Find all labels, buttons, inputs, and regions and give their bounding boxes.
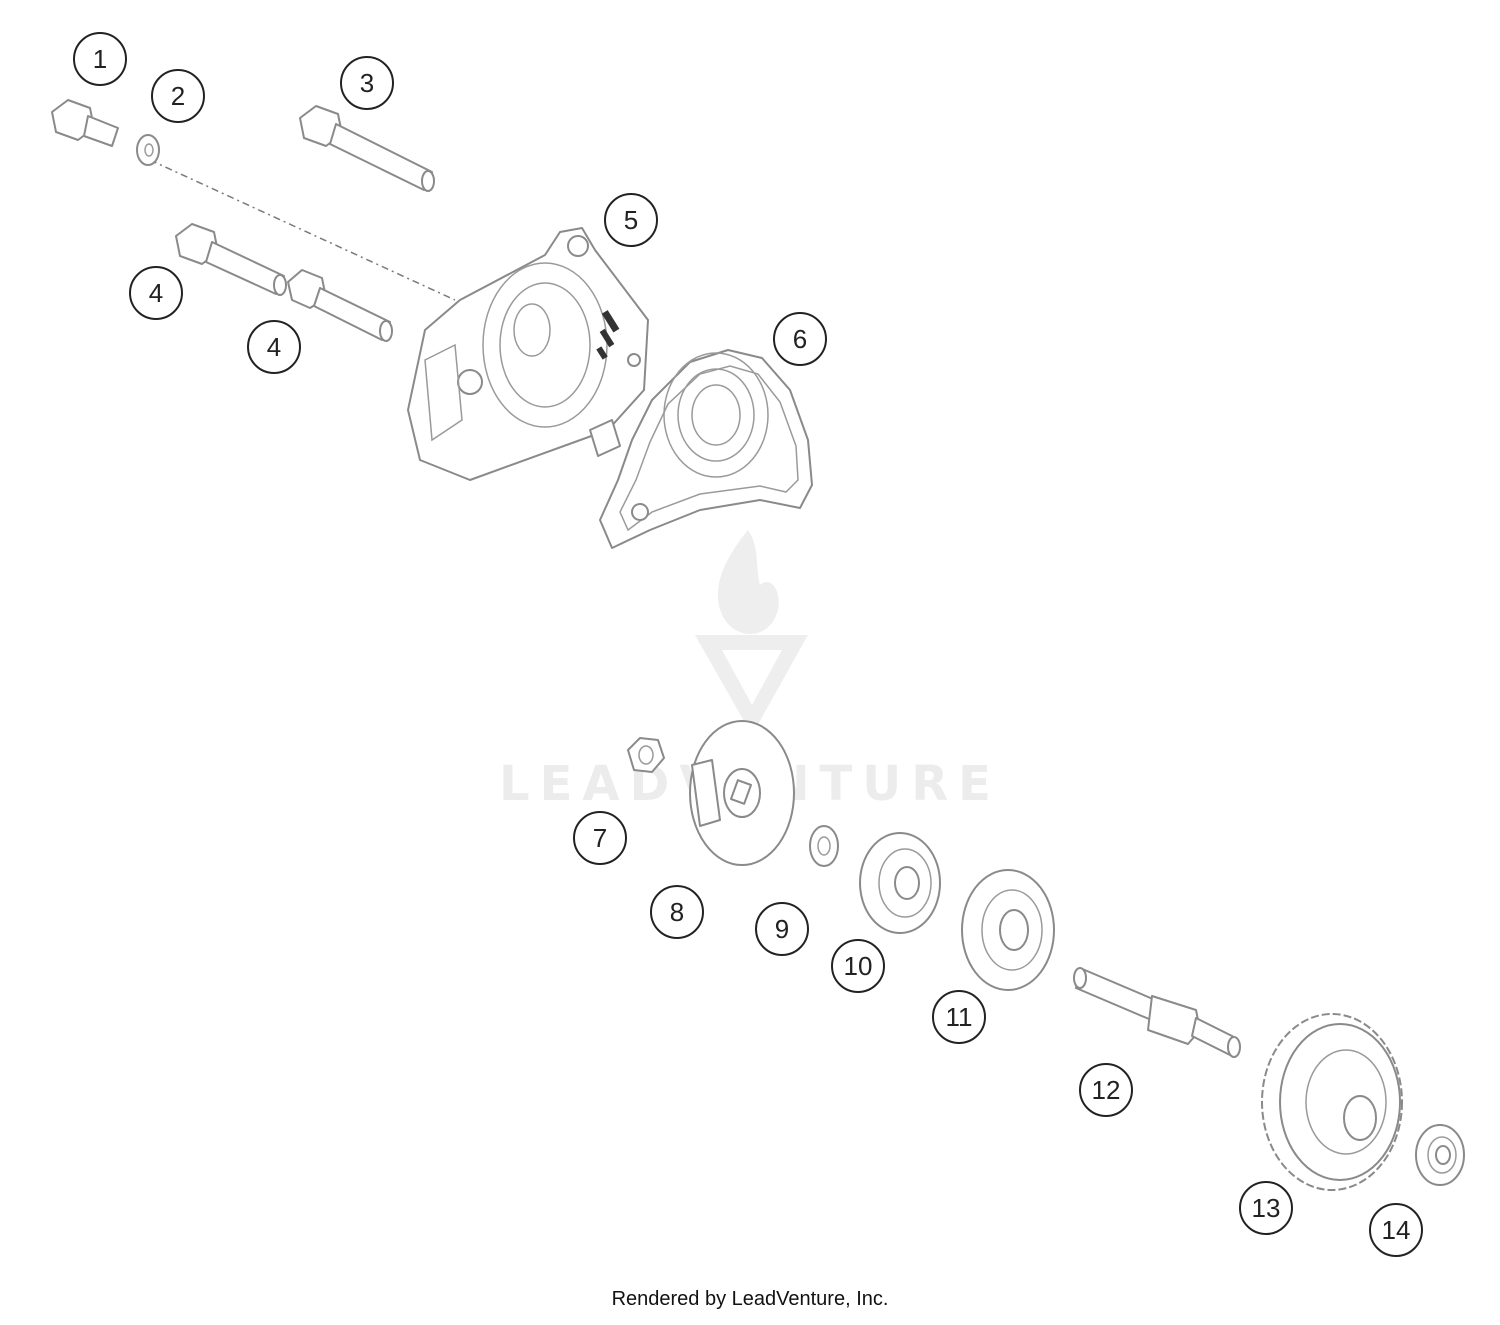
callout-label: 4 bbox=[149, 278, 163, 308]
part-10-bearing bbox=[859, 832, 941, 934]
callout-label: 2 bbox=[171, 81, 185, 111]
callout-7: 7 bbox=[573, 811, 627, 865]
part-1-flange-bolt bbox=[51, 99, 119, 147]
callout-6: 6 bbox=[773, 312, 827, 366]
callout-14: 14 bbox=[1369, 1203, 1423, 1257]
callout-4a: 4 bbox=[129, 266, 183, 320]
part-9-washer bbox=[809, 825, 839, 867]
part-5-pump-cover bbox=[407, 227, 649, 481]
part-12-pump-shaft bbox=[1073, 967, 1241, 1058]
callout-label: 10 bbox=[844, 951, 873, 981]
callout-label: 11 bbox=[946, 1002, 973, 1032]
callout-label: 1 bbox=[93, 44, 107, 74]
part-13-gear bbox=[1261, 1013, 1403, 1191]
callout-10: 10 bbox=[831, 939, 885, 993]
callout-label: 5 bbox=[624, 205, 638, 235]
part-4-bolt-b bbox=[287, 269, 393, 342]
part-14-small-bearing bbox=[1415, 1124, 1465, 1186]
callout-label: 8 bbox=[670, 897, 684, 927]
callout-8: 8 bbox=[650, 885, 704, 939]
part-2-washer bbox=[136, 134, 160, 166]
callout-13: 13 bbox=[1239, 1181, 1293, 1235]
callout-3: 3 bbox=[340, 56, 394, 110]
callout-label: 4 bbox=[267, 332, 281, 362]
assembly-dash-line bbox=[149, 159, 456, 301]
callout-4b: 4 bbox=[247, 320, 301, 374]
callout-label: 6 bbox=[793, 324, 807, 354]
callout-2: 2 bbox=[151, 69, 205, 123]
part-8-impeller bbox=[689, 720, 795, 866]
render-credit-footer: Rendered by LeadVenture, Inc. bbox=[611, 1288, 889, 1310]
callout-label: 14 bbox=[1382, 1215, 1411, 1245]
callout-1: 1 bbox=[73, 32, 127, 86]
callout-9: 9 bbox=[755, 902, 809, 956]
callout-label: 13 bbox=[1252, 1193, 1281, 1223]
callout-label: 12 bbox=[1092, 1075, 1121, 1105]
part-11-bearing bbox=[961, 869, 1055, 991]
callout-5: 5 bbox=[604, 193, 658, 247]
part-6-gasket bbox=[599, 349, 813, 549]
part-3-long-bolt bbox=[299, 105, 435, 192]
callout-11: 11 bbox=[932, 990, 986, 1044]
callout-12: 12 bbox=[1079, 1063, 1133, 1117]
callout-label: 9 bbox=[775, 914, 789, 944]
callout-label: 3 bbox=[360, 68, 374, 98]
part-4-bolt-a bbox=[175, 223, 287, 296]
callout-label: 7 bbox=[593, 823, 607, 853]
part-7-nut bbox=[627, 737, 665, 773]
